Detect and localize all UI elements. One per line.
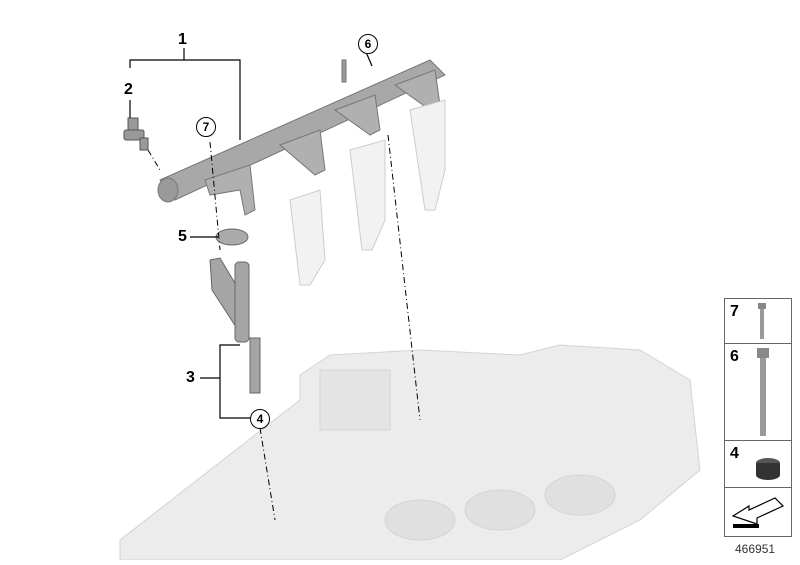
callout-2: 2 xyxy=(124,81,133,98)
callout-6: 6 xyxy=(358,34,378,54)
seal-part-5 xyxy=(215,228,249,246)
legend-item-bolt-6: 6 xyxy=(725,344,791,441)
callout-4: 4 xyxy=(250,409,270,429)
pressure-sensor xyxy=(123,117,149,151)
reference-number: 466951 xyxy=(735,542,776,556)
callout-3: 3 xyxy=(186,369,195,386)
loose-injector xyxy=(209,257,261,394)
callout-5: 5 xyxy=(178,228,187,245)
legend-item-direction xyxy=(725,488,791,536)
short-bolt-icon xyxy=(758,303,766,339)
seal-ring-icon xyxy=(756,458,780,480)
cylinder-head xyxy=(119,344,701,561)
fuel-rail xyxy=(157,59,446,216)
direction-arrow-icon xyxy=(731,497,785,528)
leader-lines xyxy=(129,48,373,419)
mounted-injectors xyxy=(289,99,446,286)
long-bolt-icon xyxy=(757,348,769,436)
callout-1: 1 xyxy=(178,31,187,48)
callout-7: 7 xyxy=(196,117,216,137)
parts-legend: 7 6 4 xyxy=(724,298,792,537)
legend-item-bolt-7: 7 xyxy=(725,299,791,344)
legend-item-seal-4: 4 xyxy=(725,441,791,488)
